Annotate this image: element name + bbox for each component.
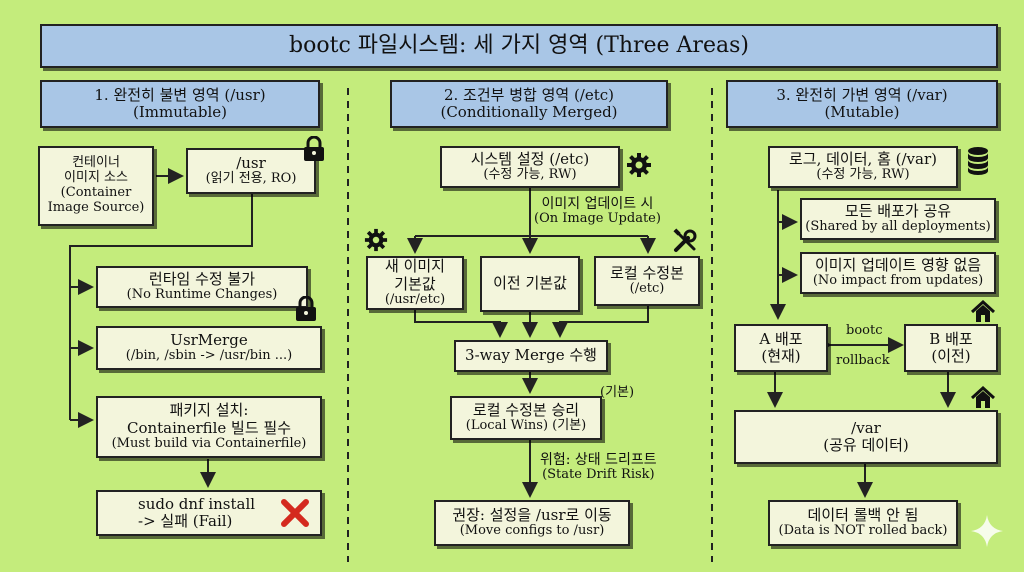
database-icon: [968, 147, 988, 175]
old-default-box: 이전 기본값: [480, 256, 580, 312]
system-config-box: 시스템 설정 (/etc) (수정 가능, RW): [440, 146, 620, 188]
no-runtime-changes-box: 런타임 수정 불가 (No Runtime Changes): [96, 266, 308, 308]
col2-header: 2. 조건부 병합 영역 (/etc) (Conditionally Merge…: [390, 80, 668, 128]
lock-icon: [304, 136, 324, 161]
usr-readonly-box: /usr (읽기 전용, RO): [186, 148, 316, 194]
col1-header: 1. 완전히 불변 영역 (/usr) (Immutable): [40, 80, 320, 128]
no-impact-updates-box: 이미지 업데이트 영향 없음 (No impact from updates): [800, 252, 996, 294]
b-deploy-box: B 배포 (이전): [904, 324, 998, 372]
sparkle-icon: [971, 515, 1003, 547]
state-drift-risk-label: 위험: 상태 드리프트 (State Drift Risk): [540, 452, 657, 483]
cross-icon: [281, 499, 309, 527]
a-deploy-box: A 배포 (현재): [734, 324, 828, 372]
container-image-source-box: 컨테이너 이미지 소스 (Container Image Source): [38, 146, 154, 226]
logs-data-home-box: 로그, 데이터, 홈 (/var) (수정 가능, RW): [768, 146, 958, 188]
on-image-update-label: 이미지 업데이트 시 (On Image Update): [534, 196, 661, 227]
bootc-label: bootc: [846, 323, 883, 338]
new-image-default-box: 새 이미지 기본값 (/usr/etc): [366, 256, 464, 310]
package-install-box: 패키지 설치: Containerfile 빌드 필수 (Must build …: [96, 396, 322, 458]
home-icon: [970, 300, 996, 322]
col3-header: 3. 완전히 가변 영역 (/var) (Mutable): [726, 80, 998, 128]
page-title-bar: bootc 파일시스템: 세 가지 영역 (Three Areas): [40, 24, 998, 68]
shared-deployments-box: 모든 배포가 공유 (Shared by all deployments): [800, 198, 996, 240]
usrmerge-box: UsrMerge (/bin, /sbin -> /usr/bin ...): [96, 326, 322, 370]
default-tag-label: (기본): [600, 385, 635, 400]
home-icon: [970, 386, 996, 408]
tools-icon: [673, 228, 697, 252]
gear-icon: [627, 153, 651, 177]
var-shared-data-box: /var (공유 데이터): [734, 410, 998, 464]
rollback-label: rollback: [836, 353, 890, 368]
dnf-install-fail-box: sudo dnf install -> 실패 (Fail): [96, 490, 322, 536]
local-modified-box: 로컬 수정본 (/etc): [594, 256, 700, 306]
data-not-rolled-back-box: 데이터 롤백 안 됨 (Data is NOT rolled back): [768, 500, 958, 546]
lock-icon: [296, 296, 316, 321]
three-way-merge-box: 3-way Merge 수행: [454, 340, 608, 372]
gear-icon: [364, 228, 388, 252]
page-title: bootc 파일시스템: 세 가지 영역 (Three Areas): [289, 33, 749, 59]
local-wins-box: 로컬 수정본 승리 (Local Wins) (기본): [450, 396, 602, 440]
recommend-move-box: 권장: 설정을 /usr로 이동 (Move configs to /usr): [434, 500, 630, 546]
